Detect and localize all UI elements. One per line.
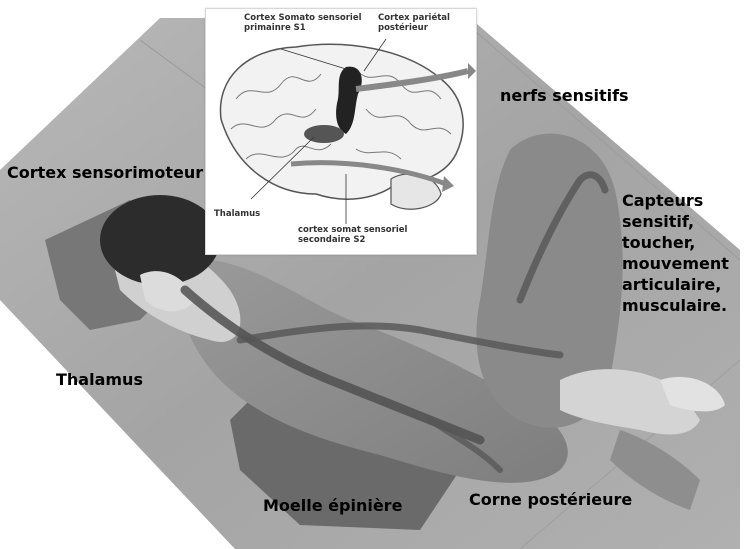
thalamus-region <box>304 125 344 143</box>
label-cortex-s2: cortex somat sensoriel secondaire S2 <box>298 225 407 245</box>
brain-inset: Cortex Somato sensoriel primainre S1 Cor… <box>205 8 477 255</box>
label-inset-thalamus: Thalamus <box>214 209 260 219</box>
label-cortex-parietal: Cortex pariétal postérieur <box>378 13 450 33</box>
label-moelle-epiniere: Moelle épinière <box>263 496 402 516</box>
label-nerfs-sensitifs: nerfs sensitifs <box>500 86 629 106</box>
label-cortex-s1: Cortex Somato sensoriel primainre S1 <box>244 13 362 33</box>
label-thalamus: Thalamus <box>56 370 143 390</box>
label-capteurs: Capteurs sensitif, toucher, mouvement ar… <box>622 190 729 316</box>
label-cortex-sensorimoteur: Cortex sensorimoteur <box>7 163 203 183</box>
label-corne-posterieure: Corne postérieure <box>469 490 632 510</box>
